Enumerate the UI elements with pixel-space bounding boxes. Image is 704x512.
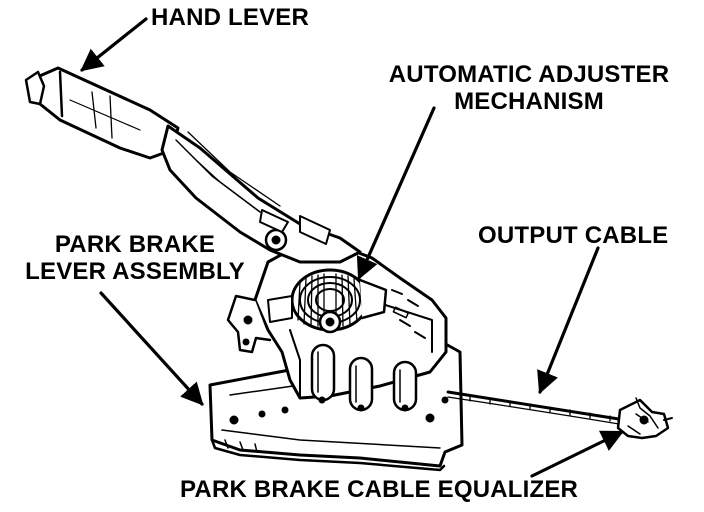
bracket-pillars [310, 343, 418, 412]
cable-equalizer [616, 397, 673, 440]
adjuster-mechanism [267, 268, 388, 334]
label-park-brake-lever-assembly: PARK BRAKE LEVER ASSEMBLY [25, 231, 245, 285]
label-output-cable: OUTPUT CABLE [478, 222, 669, 249]
label-hand-lever: HAND LEVER [151, 4, 310, 31]
arrow-hand-lever [80, 17, 148, 72]
output-cable [446, 390, 627, 426]
arrow-park-brake-lever-assembly [99, 291, 204, 406]
label-automatic-adjuster-mechanism: AUTOMATIC ADJUSTER MECHANISM [388, 61, 670, 115]
arrow-cable-equalizer [530, 430, 625, 478]
arrow-automatic-adjuster [356, 106, 436, 281]
label-park-brake-cable-equalizer: PARK BRAKE CABLE EQUALIZER [180, 476, 579, 503]
hand-lever [24, 66, 362, 264]
arrow-output-cable [537, 246, 600, 395]
